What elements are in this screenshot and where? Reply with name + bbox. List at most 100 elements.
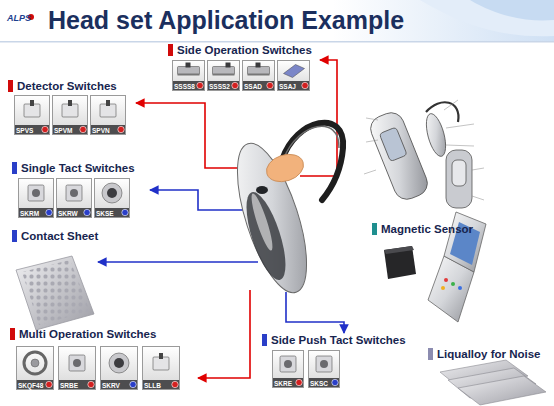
label-strip — [273, 378, 303, 387]
group-heading: Detector Switches — [8, 80, 117, 92]
group-box: Side Push Tact SwitchesSKRE SKSC — [262, 334, 420, 392]
product-drawing — [364, 100, 484, 208]
part-icon — [248, 63, 270, 76]
thumb-frame — [57, 179, 92, 218]
slide-title: Head set Application Example — [48, 6, 404, 35]
contact-sheet-picture — [16, 256, 94, 330]
status-badge — [122, 209, 128, 215]
group-heading: Side Operation Switches — [168, 44, 312, 56]
status-badge — [232, 82, 238, 88]
thumb-frame — [273, 351, 304, 388]
part-thumbnail — [91, 96, 126, 135]
logo-text: ALPS — [7, 13, 31, 23]
headset-illustration — [223, 123, 343, 301]
part-number: SKSE — [96, 209, 114, 218]
group-box: Liqualloy for Noise — [428, 348, 552, 362]
title-band — [0, 0, 554, 43]
part-number: SKRM — [20, 209, 39, 218]
part-icon — [153, 353, 169, 370]
label-strip — [53, 125, 87, 134]
group-box: Magnetic Sensor — [372, 223, 492, 237]
status-badge — [42, 126, 48, 132]
label-strip — [59, 380, 95, 389]
thumb-frame — [53, 96, 88, 135]
part-box: SPVS — [14, 95, 50, 135]
part-box: SKQF48 — [16, 346, 54, 390]
part-icon — [280, 356, 296, 372]
status-badge — [46, 209, 52, 215]
group-heading: Magnetic Sensor — [372, 223, 473, 235]
part-thumbnail — [208, 61, 240, 91]
part-number: SSSS2 — [209, 82, 230, 91]
part-thumbnail — [53, 96, 88, 135]
label-strip — [19, 208, 53, 217]
part-box: SKRM — [18, 178, 54, 218]
group-heading: Liqualloy for Noise — [428, 348, 541, 360]
part-number: SKRW — [58, 209, 78, 218]
part-icon — [24, 100, 40, 117]
part-number: SKQF48 — [18, 381, 43, 390]
label-strip — [243, 81, 274, 90]
label-strip — [101, 380, 137, 389]
thumb-frame — [278, 61, 310, 91]
part-box: SKSC — [308, 350, 340, 388]
label-strip — [208, 81, 239, 90]
part-box: SKRW — [56, 178, 92, 218]
thumb-frame — [101, 347, 138, 390]
part-icon — [28, 185, 44, 201]
part-number: SSAJ — [279, 82, 296, 91]
status-badge — [46, 381, 52, 387]
part-icon — [213, 63, 235, 76]
part-box: SLLB — [142, 346, 180, 390]
group-heading: Multi Operation Switches — [10, 328, 156, 340]
thumb-frame — [95, 179, 130, 218]
part-box: SSSS2 — [207, 60, 240, 91]
group-box: Single Tact SwitchesSKRMSKRWSKSE — [12, 162, 150, 220]
part-thumbnail — [57, 179, 92, 218]
part-box: SSAJ — [277, 60, 310, 91]
part-number: SPVN — [92, 126, 110, 135]
part-number: SKRE — [274, 379, 292, 388]
part-icon — [66, 185, 82, 201]
group-box: Contact Sheet — [12, 230, 122, 244]
thumb-frame — [309, 351, 340, 388]
label-strip — [143, 380, 179, 389]
part-icon — [24, 352, 46, 374]
thumb-frame — [15, 96, 50, 135]
part-icon — [284, 65, 305, 78]
part-thumbnail — [95, 179, 130, 218]
part-thumbnail — [173, 61, 205, 91]
part-thumbnail — [278, 61, 310, 91]
status-badge — [130, 381, 136, 387]
thumb-frame — [208, 61, 240, 91]
part-number: SSAD — [244, 82, 262, 91]
label-strip — [17, 380, 53, 389]
part-icon — [178, 63, 200, 76]
part-number: SPVS — [16, 126, 33, 135]
part-box: SSSS8 — [172, 60, 205, 91]
thumb-frame — [91, 96, 126, 135]
group-heading: Side Push Tact Switches — [262, 334, 406, 346]
part-number: SPVM — [54, 126, 72, 135]
group-box: Side Operation SwitchesSSSS8 SSSS2 SSAD SSA… — [168, 44, 320, 92]
status-badge — [267, 82, 273, 88]
status-badge — [302, 82, 308, 88]
part-thumbnail — [101, 347, 138, 390]
part-box: SPVN — [90, 95, 126, 135]
status-badge — [172, 381, 178, 387]
liqualloy-picture — [440, 360, 546, 405]
part-number: SKSC — [310, 379, 328, 388]
label-strip — [57, 208, 91, 217]
part-icon — [100, 100, 116, 117]
status-badge — [84, 209, 90, 215]
part-box: SSAD — [242, 60, 275, 91]
part-number: SSSS8 — [174, 82, 195, 91]
label-strip — [95, 208, 129, 217]
part-thumbnail — [59, 347, 96, 390]
status-badge — [80, 126, 86, 132]
part-thumbnail — [15, 96, 50, 135]
group-heading: Contact Sheet — [12, 230, 98, 242]
label-strip — [91, 125, 125, 134]
thumb-frame — [143, 347, 180, 390]
thumb-frame — [19, 179, 54, 218]
